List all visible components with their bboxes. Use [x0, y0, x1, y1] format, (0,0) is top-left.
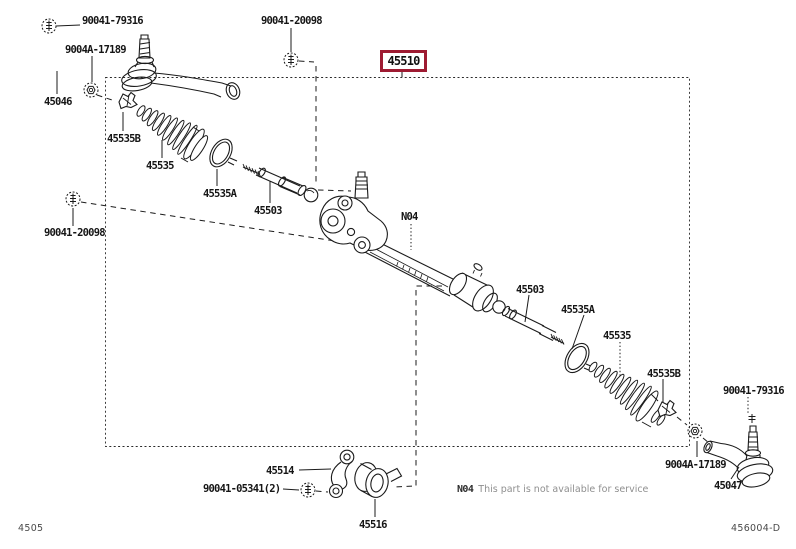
part-label-45503-left[interactable]: 45503	[254, 205, 282, 217]
highlighted-part-number-45510[interactable]: 45510	[380, 50, 427, 72]
service-note: N04 This part is not available for servic…	[457, 484, 648, 496]
part-label-45046[interactable]: 45046	[44, 96, 72, 108]
part-label-45047[interactable]: 45047	[714, 480, 742, 492]
part-label-45514[interactable]: 45514	[266, 465, 294, 477]
boot-right-drawing	[588, 361, 666, 428]
bolt-icon	[300, 482, 316, 498]
callout-n04: N04	[401, 211, 418, 223]
tie-rod-end-left-drawing	[121, 34, 241, 100]
figure-code-left: 4505	[18, 523, 44, 534]
part-label-45535B-right[interactable]: 45535B	[647, 368, 681, 380]
part-label-45535-left[interactable]: 45535	[146, 160, 174, 172]
boot-clip-left-drawing	[118, 91, 138, 110]
boot-left-drawing	[136, 105, 209, 163]
part-label-45535A-right[interactable]: 45535A	[561, 304, 595, 316]
part-label-bolt-left[interactable]: 90041-20098	[44, 227, 106, 239]
part-label-bolt-top-left[interactable]: 90041-79316	[82, 15, 144, 27]
nut-icon	[687, 423, 703, 439]
part-label-45516[interactable]: 45516	[359, 519, 387, 531]
part-label-nut-bottom-right[interactable]: 9004A-17189	[665, 459, 727, 471]
service-note-tag: N04	[457, 484, 474, 495]
drawing-code-right: 456004-D	[731, 523, 781, 534]
rack-end-right-drawing	[492, 300, 565, 345]
part-label-45535A-left[interactable]: 45535A	[203, 188, 237, 200]
nut-icon	[83, 82, 99, 98]
service-note-text: This part is not available for service	[478, 484, 649, 495]
bolt-icon	[65, 191, 81, 207]
part-label-45535-right[interactable]: 45535	[603, 330, 631, 342]
bolt-icon	[283, 52, 299, 68]
part-label-nut-top-left[interactable]: 9004A-17189	[65, 44, 127, 56]
part-label-bolt-bottom-right[interactable]: 90041-79316	[723, 385, 785, 397]
part-label-45503-right[interactable]: 45503	[516, 284, 544, 296]
dashed-leader-lines	[80, 60, 710, 493]
part-label-bracket-bolt[interactable]: 90041-05341(2)	[203, 483, 281, 495]
boot-clip-right-drawing	[657, 399, 677, 418]
clamp-ring-left-drawing	[209, 138, 238, 168]
rack-assembly-drawing	[319, 171, 498, 313]
assembly-boundary-box	[105, 77, 690, 447]
tie-rod-end-right-drawing	[703, 414, 774, 488]
part-label-45535B-left[interactable]: 45535B	[107, 133, 141, 145]
part-label-bolt-top[interactable]: 90041-20098	[261, 15, 323, 27]
bracket-drawing	[328, 449, 355, 499]
rack-end-left-drawing	[242, 163, 319, 203]
label-leader-lines	[55, 24, 740, 517]
grommet-drawing	[354, 462, 403, 498]
bolt-icon	[41, 18, 57, 34]
dotted-leader-lines	[410, 224, 749, 415]
